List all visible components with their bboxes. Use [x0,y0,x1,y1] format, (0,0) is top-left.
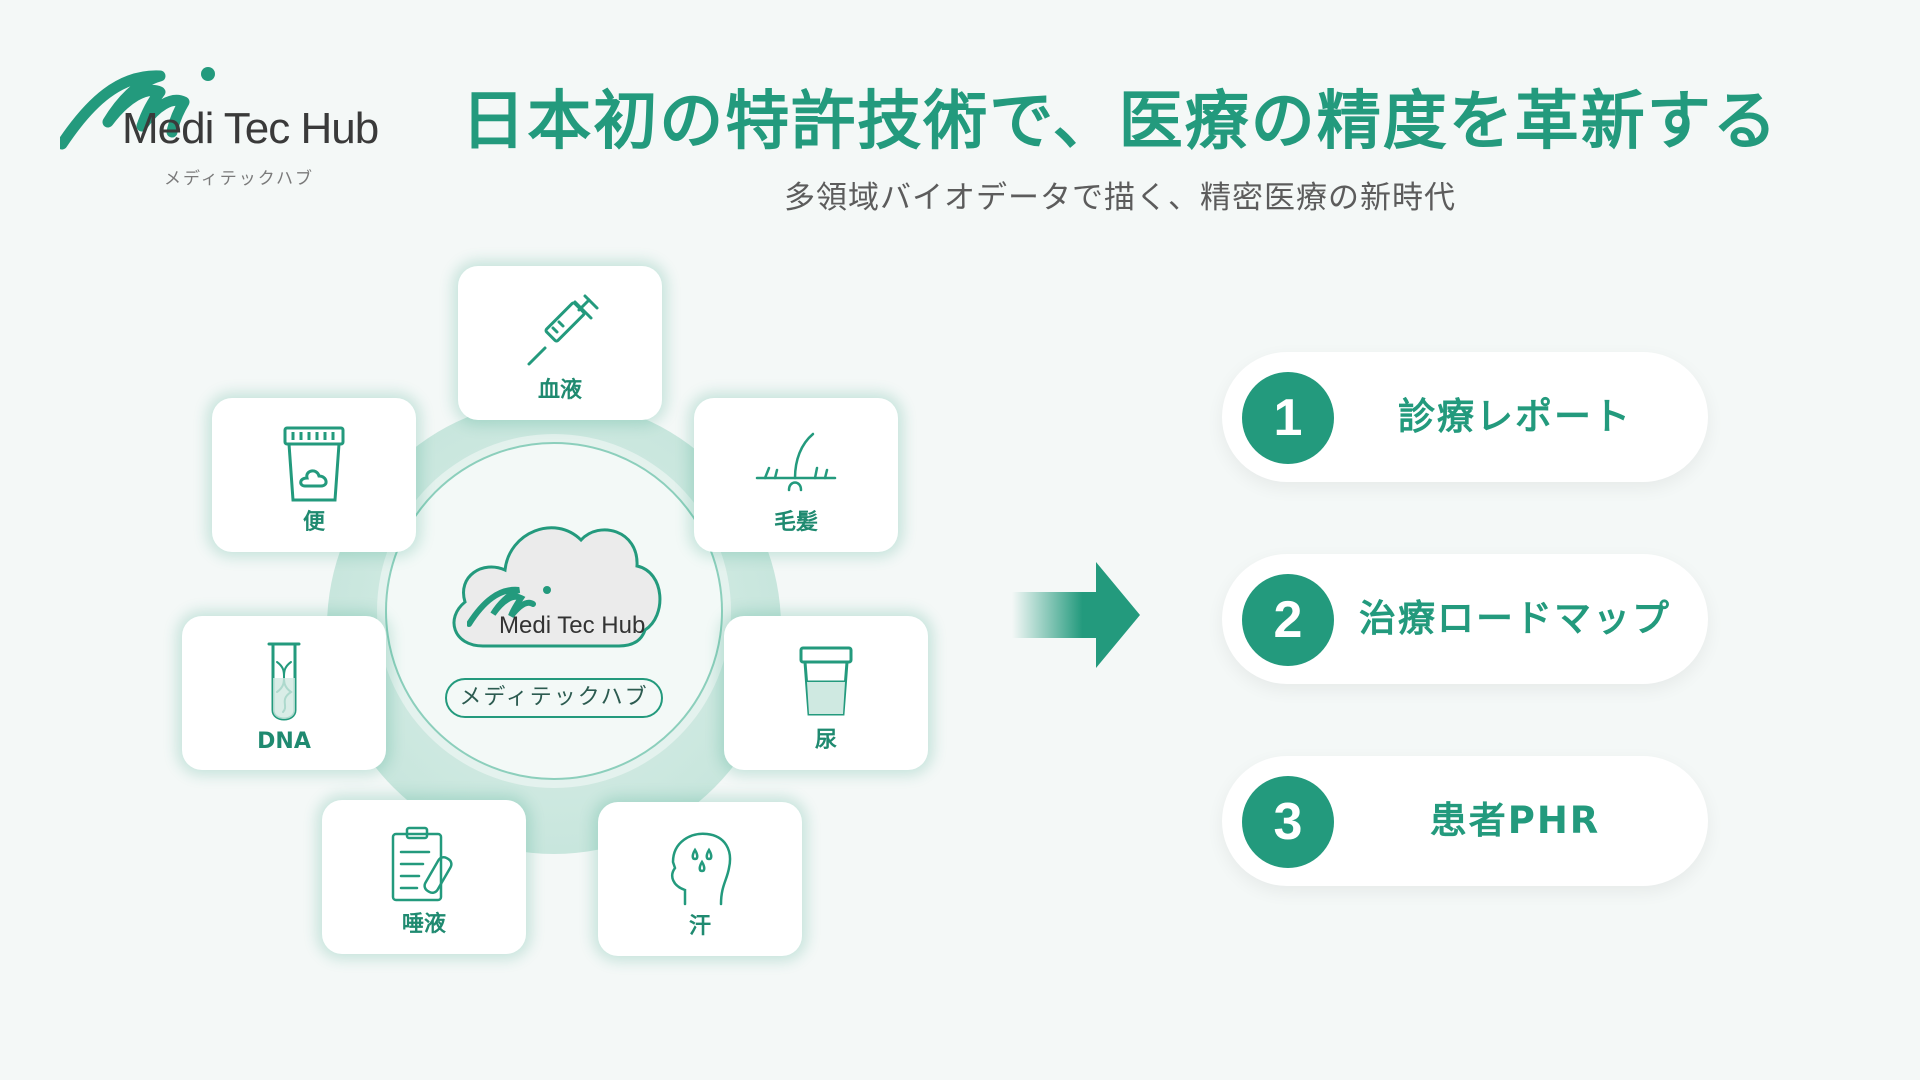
output-item: 2 治療ロードマップ [1222,554,1708,684]
hub-brand-name: Medi Tec Hub [499,612,646,639]
sample-card-dna: DNA [182,616,386,770]
output-number-badge: 1 [1242,372,1334,464]
sample-label: 便 [302,510,325,535]
hub-circle: Medi Tec Hub メディテックハブ [385,442,723,780]
sample-card-urine: 尿 [724,616,928,770]
sample-card-stool: 便 [212,398,416,552]
sample-label: 汗 [688,914,711,939]
output-item: 3 患者PHR [1222,756,1708,886]
output-label: 診療レポート [1398,395,1632,438]
clipboard-test-tube-icon [391,826,453,902]
sample-card-sweat: 汗 [598,802,802,956]
sample-label: DNA [257,729,311,754]
urine-cup-icon [799,646,853,716]
sample-card-hair: 毛髪 [694,398,898,552]
sample-label: 尿 [814,728,837,753]
page-title: 日本初の特許技術で、医療の精度を革新する [461,85,1779,159]
sweat-head-icon [671,832,732,906]
stool-cup-icon [283,426,345,502]
hub-kana-badge: メディテックハブ [445,678,663,718]
logo-mark-icon [60,67,215,150]
arrow-right-icon [1012,562,1140,668]
output-number-badge: 3 [1242,776,1334,868]
output-label: 治療ロードマップ [1359,597,1671,640]
sample-label: 唾液 [401,912,446,937]
page-subtitle: 多領域バイオデータで描く、精密医療の新時代 [784,180,1456,216]
sample-label: 毛髪 [773,510,818,535]
cloud-icon [452,526,662,648]
dna-test-tube-icon [267,642,301,721]
syringe-icon [527,294,599,366]
sample-card-blood: 血液 [458,266,662,420]
brand-logo: Medi Tec Hub メディテックハブ [60,62,400,192]
brand-name: Medi Tec Hub [122,104,379,153]
output-item: 1 診療レポート [1222,352,1708,482]
brand-kana: メディテックハブ [164,169,314,189]
output-label: 患者PHR [1429,799,1601,842]
hub-logo-mark-icon [467,586,551,627]
output-number-badge: 2 [1242,574,1334,666]
sample-label: 血液 [537,378,582,403]
sample-card-saliva: 唾液 [322,800,526,954]
hair-follicle-icon [755,432,837,492]
